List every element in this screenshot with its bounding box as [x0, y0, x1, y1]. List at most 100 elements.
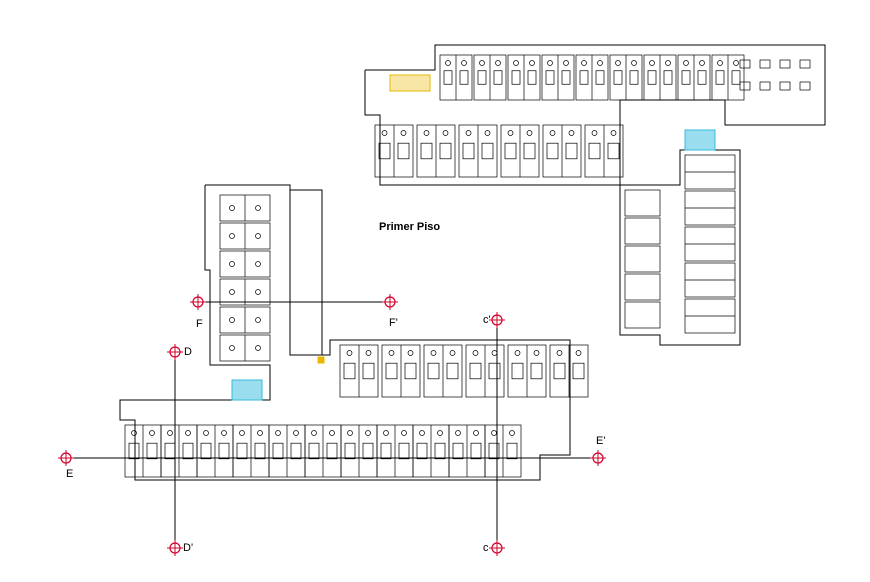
stair-block: [231, 379, 263, 401]
room-bottom-bed: [200, 442, 212, 460]
room-top-south-fixture: [423, 130, 430, 136]
room-bottom-fixture: [311, 430, 317, 436]
dining-table: [759, 81, 771, 91]
room-bottom-bed: [416, 442, 428, 460]
room-middle-north-fixture: [365, 350, 372, 356]
room-top-north-bed: [613, 70, 623, 85]
room-middle-north-fixture: [407, 350, 414, 356]
room-top-south-fixture: [400, 130, 407, 136]
room-top-south-bed: [504, 142, 517, 160]
room-bottom-fixture: [221, 430, 227, 436]
room-left-fixture: [255, 261, 261, 267]
room-middle-north-fixture: [514, 350, 521, 356]
room-left-fixture: [255, 317, 261, 323]
dining-table: [739, 81, 751, 91]
wall-outline: [119, 184, 571, 481]
room-bottom-bed: [380, 442, 392, 460]
room-bottom-fixture: [203, 430, 209, 436]
room-top-north-bed: [459, 70, 469, 85]
room-top-south-bed: [397, 142, 410, 160]
room-top-south-bed: [607, 142, 620, 160]
room-bottom-fixture: [455, 430, 461, 436]
room-modules: [124, 54, 811, 478]
room-left-fixture: [229, 317, 235, 323]
wall-lines: [119, 44, 826, 481]
room-bottom-fixture: [131, 430, 137, 436]
room-bottom-fixture: [239, 430, 245, 436]
room-bottom-bed: [146, 442, 158, 460]
dining-table: [799, 81, 811, 91]
room-bottom-bed: [362, 442, 374, 460]
room-top-south-bed: [523, 142, 536, 160]
room-top-south-fixture: [549, 130, 556, 136]
room-top-north-bed: [629, 70, 639, 85]
room-top-north-bed: [511, 70, 521, 85]
room-right-west: [624, 189, 661, 217]
room-bottom-fixture: [329, 430, 335, 436]
room-bottom-fixture: [257, 430, 263, 436]
dining-table: [779, 81, 791, 91]
room-top-north-fixture: [615, 60, 621, 66]
dining-table: [779, 59, 791, 69]
room-middle-north-fixture: [449, 350, 456, 356]
room-top-south-bed: [462, 142, 475, 160]
room-top-south-bed: [546, 142, 559, 160]
room-middle-north-bed: [404, 362, 417, 380]
room-left-fixture: [255, 345, 261, 351]
room-middle-north-bed: [572, 362, 585, 380]
room-top-south-fixture: [442, 130, 449, 136]
room-bottom-bed: [290, 442, 302, 460]
room-middle-north-fixture: [556, 350, 563, 356]
room-top-north-fixture: [597, 60, 603, 66]
room-top-south-bed: [420, 142, 433, 160]
room-top-north-bed: [579, 70, 589, 85]
room-middle-north-bed: [488, 362, 501, 380]
room-top-north-bed: [493, 70, 503, 85]
room-bottom-bed: [452, 442, 464, 460]
room-bottom-fixture: [293, 430, 299, 436]
section-markers: [58, 294, 606, 556]
room-top-north-fixture: [631, 60, 637, 66]
room-top-north-fixture: [547, 60, 553, 66]
room-top-north-fixture: [699, 60, 705, 66]
room-top-south-fixture: [507, 130, 514, 136]
room-left-fixture: [229, 205, 235, 211]
room-bottom-fixture: [491, 430, 497, 436]
room-bottom-bed: [344, 442, 356, 460]
section-label-e-prime: E': [596, 435, 606, 447]
room-top-north-bed: [561, 70, 571, 85]
room-left-fixture: [255, 205, 261, 211]
room-top-south-fixture: [526, 130, 533, 136]
room-top-north-fixture: [733, 60, 739, 66]
room-left-fixture: [229, 261, 235, 267]
room-top-north-fixture: [479, 60, 485, 66]
room-middle-north-fixture: [491, 350, 498, 356]
stair-block: [684, 129, 716, 151]
room-middle-north-bed: [469, 362, 482, 380]
room-bottom-bed: [488, 442, 500, 460]
room-middle-north-fixture: [472, 350, 479, 356]
room-top-north-bed: [545, 70, 555, 85]
room-top-north-bed: [731, 70, 741, 85]
section-label-f-prime: F': [389, 317, 398, 329]
room-middle-north-bed: [530, 362, 543, 380]
room-middle-north-bed: [553, 362, 566, 380]
room-bottom-fixture: [167, 430, 173, 436]
section-label-c: c: [483, 542, 489, 554]
dining-table: [739, 59, 751, 69]
dining-table: [759, 59, 771, 69]
room-bottom-fixture: [401, 430, 407, 436]
room-right-west: [624, 217, 661, 245]
room-bottom-fixture: [347, 430, 353, 436]
room-bottom-bed: [308, 442, 320, 460]
room-top-north-fixture: [529, 60, 535, 66]
room-bottom-fixture: [437, 430, 443, 436]
room-top-north-bed: [443, 70, 453, 85]
room-top-north-fixture: [649, 60, 655, 66]
stair-blocks: [231, 74, 716, 401]
room-bottom-bed: [236, 442, 248, 460]
room-left-fixture: [229, 345, 235, 351]
room-top-north-bed: [477, 70, 487, 85]
room-middle-north-fixture: [575, 350, 582, 356]
